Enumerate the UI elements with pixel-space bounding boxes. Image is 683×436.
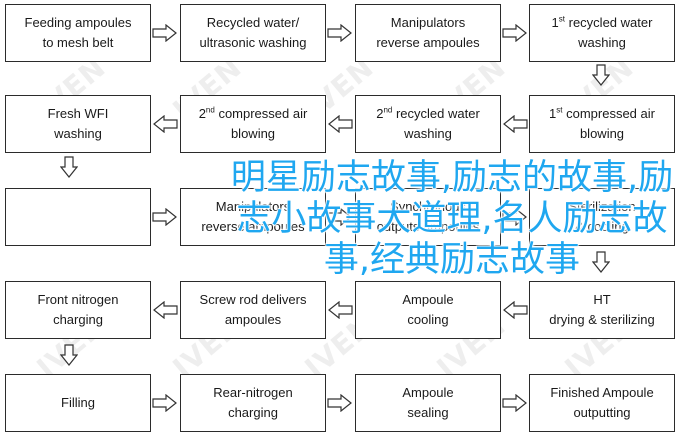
step-label: Manipulators bbox=[390, 15, 466, 30]
step-rear-nitrogen: Rear-nitrogen charging bbox=[180, 374, 326, 432]
arrow-right-icon bbox=[502, 24, 527, 42]
arrow-left-icon bbox=[503, 115, 528, 133]
step-label: Ampoule bbox=[402, 292, 454, 307]
step-label: Manipulators bbox=[215, 199, 291, 214]
step-ht-drying: HT drying & sterilizing bbox=[529, 281, 675, 339]
step-label: ampoules bbox=[224, 312, 282, 327]
step-label: outputting bbox=[573, 405, 631, 420]
arrow-right-icon bbox=[327, 208, 352, 226]
step-ampoule-cooling: Ampoule cooling bbox=[355, 281, 501, 339]
step-label: Fresh WFI bbox=[47, 106, 109, 121]
step-label: blowing bbox=[230, 126, 276, 141]
step-label: 2nd compressed air bbox=[198, 105, 308, 121]
step-label: Synchronous bbox=[390, 199, 466, 214]
step-hidden bbox=[5, 188, 151, 246]
step-label: Recycled water/ bbox=[206, 15, 300, 30]
arrow-right-icon bbox=[327, 394, 352, 412]
step-screw-rod: Screw rod delivers ampoules bbox=[180, 281, 326, 339]
step-feeding-ampoules: Feeding ampoules to mesh belt bbox=[5, 4, 151, 62]
step-label: & cooling bbox=[575, 219, 629, 234]
step-label: washing bbox=[404, 126, 452, 141]
step-label: sealing bbox=[407, 405, 449, 420]
step-label: drying & sterilizing bbox=[549, 312, 655, 327]
arrow-right-icon bbox=[327, 24, 352, 42]
step-label: blowing bbox=[579, 126, 625, 141]
step-front-nitrogen: Front nitrogen charging bbox=[5, 281, 151, 339]
step-label: Sterilization bbox=[568, 199, 636, 214]
arrow-left-icon bbox=[153, 115, 178, 133]
step-ampoule-sealing: Ampoule sealing bbox=[355, 374, 501, 432]
step-first-compressed-air: 1st compressed air blowing bbox=[529, 95, 675, 153]
arrow-right-icon bbox=[502, 208, 527, 226]
step-label: Filling bbox=[61, 395, 95, 410]
step-label: 1st recycled water bbox=[551, 14, 653, 30]
step-fresh-wfi-washing: Fresh WFI washing bbox=[5, 95, 151, 153]
arrow-left-icon bbox=[503, 301, 528, 319]
step-label: Feeding ampoules bbox=[24, 15, 132, 30]
step-sterilization-cooling: Sterilization & cooling bbox=[529, 188, 675, 246]
step-label: washing bbox=[578, 35, 626, 50]
step-filling: Filling bbox=[5, 374, 151, 432]
arrow-left-icon bbox=[153, 301, 178, 319]
arrow-right-icon bbox=[502, 394, 527, 412]
step-label: outputs ampoules bbox=[376, 219, 480, 234]
overlay-title: 明星励志故事,励志的故事,励志小故事大道理,名人励志故事,经典励志故事 bbox=[230, 157, 674, 281]
arrow-left-icon bbox=[328, 115, 353, 133]
step-synchronous-outputs: Synchronous outputs ampoules bbox=[355, 188, 501, 246]
arrow-left-icon bbox=[328, 301, 353, 319]
arrow-down-icon bbox=[60, 156, 78, 178]
arrow-down-icon bbox=[592, 64, 610, 86]
arrow-right-icon bbox=[152, 394, 177, 412]
step-label: Screw rod delivers bbox=[199, 292, 307, 307]
step-label: ultrasonic washing bbox=[199, 35, 307, 50]
step-label: to mesh belt bbox=[42, 35, 114, 50]
arrow-right-icon bbox=[152, 208, 177, 226]
step-label: Rear-nitrogen bbox=[213, 385, 293, 400]
step-label: Ampoule bbox=[402, 385, 454, 400]
step-label: washing bbox=[54, 126, 102, 141]
step-label: charging bbox=[228, 405, 278, 420]
step-label: 2nd recycled water bbox=[376, 105, 480, 121]
arrow-right-icon bbox=[152, 24, 177, 42]
step-label: 1st compressed air bbox=[549, 105, 655, 121]
step-finished-output: Finished Ampoule outputting bbox=[529, 374, 675, 432]
step-recycled-water-ultrasonic: Recycled water/ ultrasonic washing bbox=[180, 4, 326, 62]
step-second-compressed-air: 2nd compressed air blowing bbox=[180, 95, 326, 153]
step-manipulators-reverse: Manipulators reverse ampoules bbox=[355, 4, 501, 62]
step-label: Front nitrogen bbox=[37, 292, 119, 307]
step-label: reverse ampoules bbox=[201, 219, 305, 234]
step-label: Finished Ampoule bbox=[550, 385, 654, 400]
step-label: cooling bbox=[407, 312, 449, 327]
step-second-recycled-water: 2nd recycled water washing bbox=[355, 95, 501, 153]
step-label: HT bbox=[593, 292, 611, 307]
step-label: reverse ampoules bbox=[376, 35, 480, 50]
arrow-down-icon bbox=[592, 251, 610, 273]
step-manipulators-reverse-2: Manipulators reverse ampoules bbox=[180, 188, 326, 246]
step-label: charging bbox=[53, 312, 103, 327]
step-first-recycled-water-washing: 1st recycled water washing bbox=[529, 4, 675, 62]
arrow-down-icon bbox=[60, 344, 78, 366]
